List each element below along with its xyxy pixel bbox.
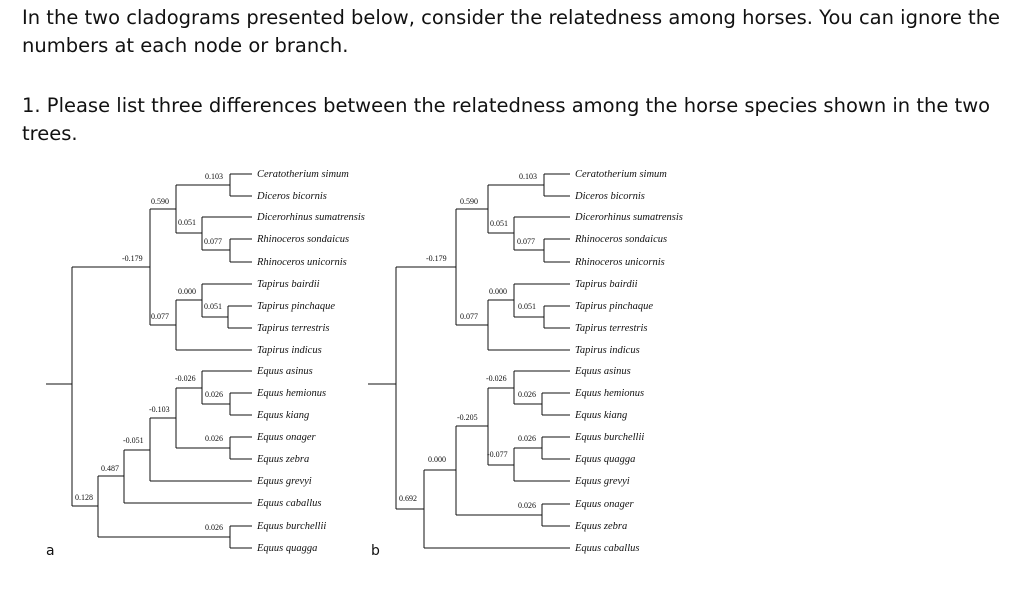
species-label: Equus burchellii	[574, 432, 644, 443]
species-label: Equus onager	[256, 432, 317, 443]
cladogram-b-branches	[368, 173, 570, 549]
species-label: Equus quagga	[256, 543, 317, 554]
question-intro: In the two cladograms presented below, c…	[22, 6, 1001, 57]
species-label: Rhinoceros sondaicus	[574, 234, 667, 245]
node-label: 0.026	[518, 501, 536, 510]
node-label: 0.128	[75, 493, 93, 502]
cladogram-a-species-labels: Ceratotherium simum Diceros bicornis Dic…	[256, 169, 365, 554]
node-label: -0.179	[122, 254, 143, 263]
node-label: 0.000	[489, 287, 507, 296]
node-label: 0.026	[205, 390, 223, 399]
node-label: -0.103	[149, 405, 170, 414]
species-label: Tapirus terrestris	[575, 323, 647, 334]
cladogram-a-node-labels: 0.103 0.590 0.051 0.077 -0.179 0.000 0.0…	[75, 172, 223, 532]
species-label: Equus kiang	[256, 410, 309, 421]
species-label: Tapirus indicus	[257, 345, 322, 356]
node-label: 0.051	[518, 302, 536, 311]
species-label: Equus hemionus	[574, 388, 644, 399]
species-label: Equus grevyi	[256, 476, 312, 487]
species-label: Ceratotherium simum	[257, 169, 349, 180]
species-label: Tapirus pinchaque	[257, 301, 335, 312]
species-label: Equus grevyi	[574, 476, 630, 487]
node-label: 0.051	[204, 302, 222, 311]
species-label: Tapirus pinchaque	[575, 301, 653, 312]
species-label: Equus kiang	[574, 410, 627, 421]
species-label: Rhinoceros sondaicus	[256, 234, 349, 245]
node-label: 0.000	[428, 455, 446, 464]
node-label: 0.077	[151, 312, 169, 321]
species-label: Diceros bicornis	[574, 191, 645, 202]
species-label: Equus onager	[574, 499, 635, 510]
tree-a-tag: a	[46, 543, 55, 559]
node-label: 0.590	[460, 197, 478, 206]
node-label: 0.026	[518, 390, 536, 399]
species-label: Equus burchellii	[256, 521, 326, 532]
tree-b-tag: b	[371, 543, 380, 559]
node-label: 0.077	[204, 237, 222, 246]
species-label: Tapirus bairdii	[257, 279, 320, 290]
species-label: Rhinoceros unicornis	[574, 257, 665, 268]
node-label: 0.103	[205, 172, 223, 181]
species-label: Equus asinus	[574, 366, 631, 377]
node-label: 0.692	[399, 494, 417, 503]
node-label: 0.026	[205, 523, 223, 532]
species-label: Dicerorhinus sumatrensis	[574, 212, 683, 223]
cladogram-a: Ceratotherium simum Diceros bicornis Dic…	[46, 169, 365, 559]
species-label: Equus quagga	[574, 454, 635, 465]
species-label: Equus caballus	[574, 543, 639, 554]
node-label: 0.077	[460, 312, 478, 321]
species-label: Equus zebra	[574, 521, 627, 532]
node-label: 0.103	[519, 172, 537, 181]
species-label: Equus asinus	[256, 366, 313, 377]
node-label: 0.487	[101, 464, 119, 473]
cladogram-a-branches	[46, 173, 252, 549]
species-label: Tapirus bairdii	[575, 279, 638, 290]
node-label: -0.077	[487, 450, 508, 459]
node-label: 0.026	[205, 434, 223, 443]
cladogram-b-node-labels: 0.103 0.590 0.051 0.077 -0.179 0.000 0.0…	[399, 172, 537, 510]
question-item-1: 1. Please list three differences between…	[22, 94, 991, 145]
species-label: Tapirus indicus	[575, 345, 640, 356]
species-label: Ceratotherium simum	[575, 169, 667, 180]
species-label: Equus hemionus	[256, 388, 326, 399]
cladogram-b-species-labels: Ceratotherium simum Diceros bicornis Dic…	[574, 169, 683, 554]
node-label: 0.051	[490, 219, 508, 228]
node-label: 0.026	[518, 434, 536, 443]
species-label: Diceros bicornis	[256, 191, 327, 202]
species-label: Equus zebra	[256, 454, 309, 465]
cladogram-b: Ceratotherium simum Diceros bicornis Dic…	[368, 169, 683, 559]
species-label: Rhinoceros unicornis	[256, 257, 347, 268]
node-label: 0.077	[517, 237, 535, 246]
node-label: 0.000	[178, 287, 196, 296]
species-label: Dicerorhinus sumatrensis	[256, 212, 365, 223]
node-label: -0.026	[486, 374, 507, 383]
node-label: 0.590	[151, 197, 169, 206]
node-label: -0.179	[426, 254, 447, 263]
species-label: Equus caballus	[256, 498, 321, 509]
node-label: -0.051	[123, 436, 144, 445]
node-label: 0.051	[178, 218, 196, 227]
node-label: -0.026	[175, 374, 196, 383]
species-label: Tapirus terrestris	[257, 323, 329, 334]
node-label: -0.205	[457, 413, 478, 422]
